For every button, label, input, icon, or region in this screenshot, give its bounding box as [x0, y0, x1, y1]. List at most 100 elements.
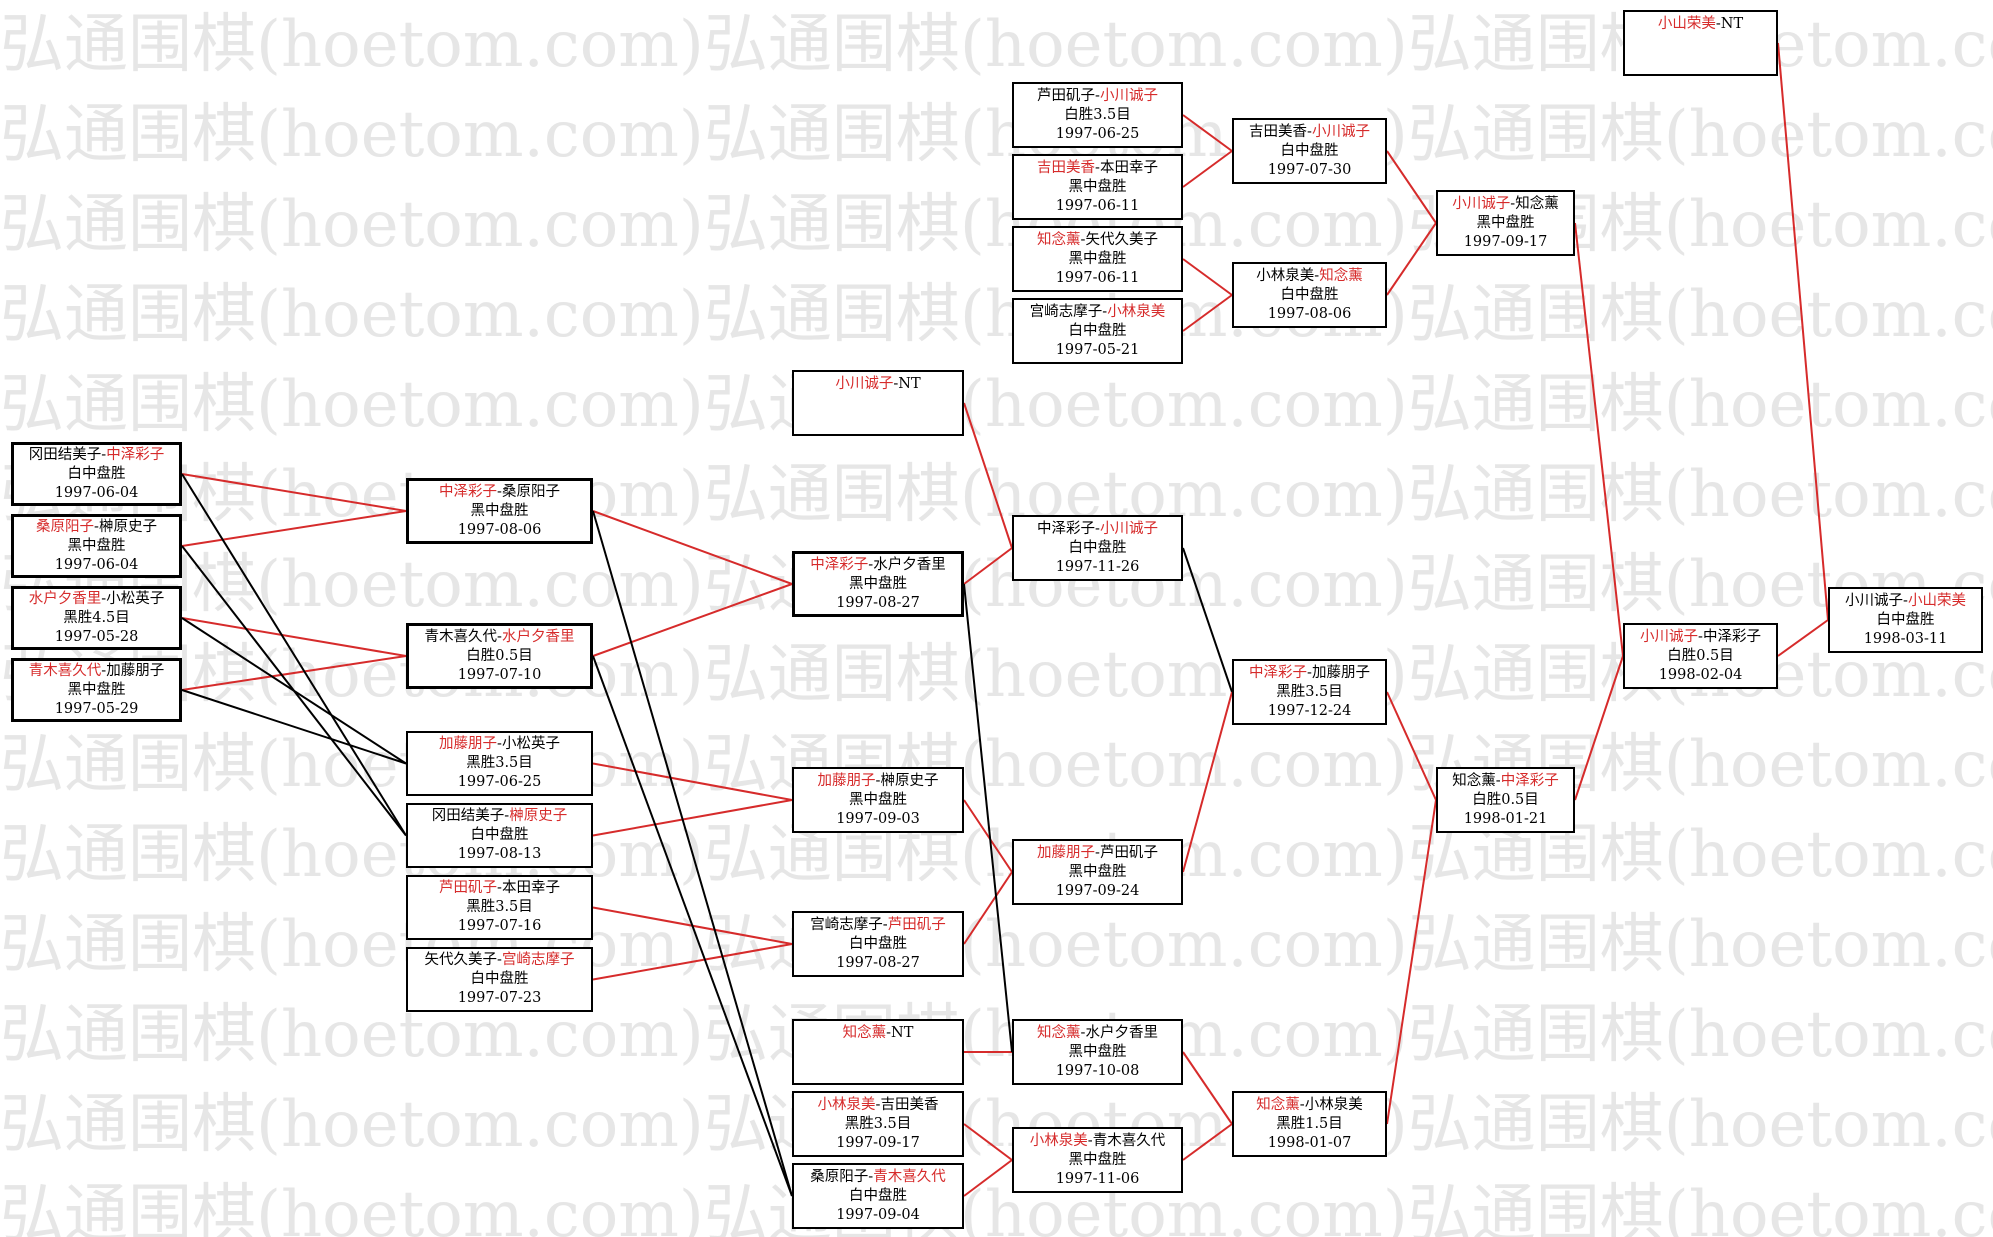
- player-white: 加藤朋子: [1311, 664, 1370, 681]
- player-white: 小川诚子: [1099, 520, 1158, 537]
- match-date: 1997-08-06: [1267, 305, 1352, 322]
- match-date: 1997-08-27: [836, 594, 920, 611]
- player-black: 吉田美香: [1037, 159, 1096, 176]
- separator: -: [497, 880, 502, 896]
- connector-t2-u1: [1386, 222, 1437, 296]
- match-result: 白中盘胜: [1068, 322, 1127, 339]
- match-box-c0: 小山荣美-NT: [1623, 10, 1778, 76]
- match-box-t1: 吉田美香-小川诚子白中盘胜 1997-07-30: [1232, 118, 1387, 184]
- match-result: 黑中盘胜: [1068, 1043, 1127, 1060]
- player-black: 冈田结美子: [28, 446, 102, 463]
- player-black: 宫崎志摩子: [1029, 303, 1103, 320]
- player-black: 宫崎志摩子: [810, 916, 883, 933]
- match-result: 黑胜3.5目: [466, 755, 533, 771]
- separator: -: [1307, 123, 1312, 140]
- match-result: 黑中盘胜: [67, 537, 126, 554]
- match-result: 黑胜3.5目: [844, 1115, 912, 1132]
- match-players: 加藤朋子-榊原史子: [794, 772, 962, 791]
- connector-r2_2-r3_2: [963, 799, 1013, 873]
- connector-r1_2-r2_6: [592, 655, 793, 1197]
- separator: -: [1080, 1024, 1086, 1041]
- match-result: 黑胜1.5目: [1276, 1115, 1343, 1132]
- player-white: NT: [891, 1025, 914, 1041]
- match-date: 1997-07-30: [1267, 161, 1352, 178]
- separator: -: [868, 1168, 874, 1185]
- match-date: 1997-05-29: [54, 700, 139, 717]
- match-players: 知念薰-水户夕香里: [1014, 1024, 1181, 1043]
- match-result: 白中盘胜: [470, 971, 529, 987]
- player-black: 小川诚子: [1845, 592, 1904, 609]
- player-white: 中泽彩子: [106, 446, 165, 463]
- player-white: 小川诚子: [1311, 123, 1370, 140]
- separator: -: [497, 736, 502, 752]
- player-black: 知念薰: [1256, 1096, 1300, 1113]
- connector-s3-t2: [1182, 258, 1233, 296]
- separator: -: [1903, 592, 1908, 609]
- player-black: 中泽彩子: [1037, 520, 1096, 537]
- player-white: 芦田矶子: [1099, 844, 1158, 861]
- match-players: 知念薰-矢代久美子: [1014, 231, 1181, 250]
- match-players: 加藤朋子-小松英子: [408, 735, 591, 754]
- match-players: 小川诚子-中泽彩子: [1625, 628, 1776, 647]
- connector-r1_2-r2_1: [592, 583, 793, 657]
- separator: -: [1087, 1132, 1093, 1149]
- match-players: 小林泉美-青木喜久代: [1014, 1132, 1181, 1151]
- match-players: 知念薰-NT: [794, 1024, 962, 1043]
- separator: -: [868, 556, 874, 573]
- connector-r0_2-r1_1: [181, 510, 407, 547]
- match-result: 白中盘胜: [470, 827, 529, 843]
- match-date: 1997-07-16: [457, 918, 542, 934]
- player-black: 知念薰: [1452, 772, 1496, 789]
- match-date: 1998-03-11: [1863, 630, 1948, 647]
- match-result: 黑中盘胜: [1068, 863, 1127, 880]
- player-black: 小山荣美: [1657, 16, 1716, 32]
- connector-r2_0-r3_1: [963, 402, 1013, 549]
- match-date: 1997-09-24: [1055, 882, 1140, 899]
- match-date: 1997-09-04: [836, 1206, 920, 1223]
- match-date: 1997-11-26: [1055, 558, 1140, 575]
- match-result: 黑胜3.5目: [466, 899, 533, 915]
- player-black: 青木喜久代: [424, 628, 498, 645]
- match-result: 黑中盘胜: [1068, 250, 1127, 267]
- match-result: 白中盘胜: [67, 465, 126, 482]
- connector-r0_1-r1_1: [181, 473, 407, 512]
- separator: -: [1299, 1096, 1305, 1113]
- match-players: 芦田矶子-本田幸子: [408, 879, 591, 898]
- match-players: 冈田结美子-中泽彩子: [14, 446, 179, 465]
- connector-r2_1-r3_1: [963, 547, 1013, 585]
- player-white: 榊原史子: [98, 518, 157, 535]
- match-result: 白胜3.5目: [1064, 106, 1131, 123]
- player-white: 中泽彩子: [1702, 628, 1761, 645]
- match-date: 1997-06-04: [54, 484, 139, 501]
- match-result: 白胜0.5目: [466, 647, 533, 664]
- match-result: 白中盘胜: [1280, 142, 1339, 159]
- match-players: 知念薰-中泽彩子: [1438, 772, 1573, 791]
- separator: -: [497, 952, 502, 968]
- match-box-r2_0: 小川诚子-NT: [792, 370, 964, 436]
- match-result: 白中盘胜: [849, 935, 907, 952]
- player-black: 小川诚子: [835, 376, 894, 392]
- match-date: 1997-09-17: [1463, 233, 1548, 250]
- match-players: 知念薰-小林泉美: [1234, 1096, 1385, 1115]
- match-result: 黑中盘胜: [470, 502, 529, 519]
- player-black: 水户夕香里: [28, 590, 102, 607]
- match-players: 加藤朋子-芦田矶子: [1014, 844, 1181, 863]
- match-date: 1998-01-21: [1463, 810, 1548, 827]
- connector-r0_3-r1_3: [181, 617, 407, 765]
- match-players: 宫崎志摩子-芦田矶子: [794, 916, 962, 935]
- connector-r3_1-r4_1: [1182, 547, 1233, 693]
- connector-r3_4-r4_2: [1182, 1123, 1233, 1161]
- match-players: 吉田美香-小川诚子: [1234, 123, 1385, 142]
- player-white: 芦田矶子: [887, 916, 946, 933]
- separator: -: [497, 628, 502, 645]
- player-white: 水户夕香里: [873, 556, 946, 573]
- player-black: 小林泉美: [1256, 267, 1315, 284]
- match-date: 1997-06-25: [1055, 125, 1140, 142]
